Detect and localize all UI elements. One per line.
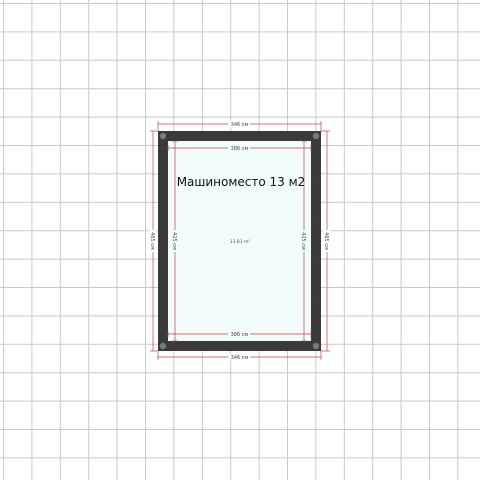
dim-inner-left: 425 см (171, 232, 177, 250)
room-area-label: 13.81 m² (230, 239, 251, 245)
dimension-labels: 346 см 386 см 386 см 346 см 465 см 425 с… (149, 120, 331, 361)
dim-outer-right: 465 см (323, 232, 329, 250)
dim-inner-top: 386 см (231, 146, 249, 152)
dim-outer-bottom: 346 см (231, 355, 249, 361)
dim-inner-bottom: 386 см (231, 332, 249, 338)
corner-node-top-left[interactable] (159, 132, 167, 140)
corner-node-top-right[interactable] (312, 132, 320, 140)
corner-nodes (159, 132, 320, 350)
room-floor[interactable] (168, 141, 311, 341)
corner-node-bottom-left[interactable] (159, 342, 167, 350)
dim-outer-left: 465 см (149, 232, 155, 250)
corner-node-bottom-right[interactable] (312, 342, 320, 350)
dim-inner-right: 425 см (300, 232, 306, 250)
room-name-label[interactable]: Машиноместо 13 м2 (177, 175, 306, 189)
dim-outer-top: 346 см (231, 122, 249, 128)
